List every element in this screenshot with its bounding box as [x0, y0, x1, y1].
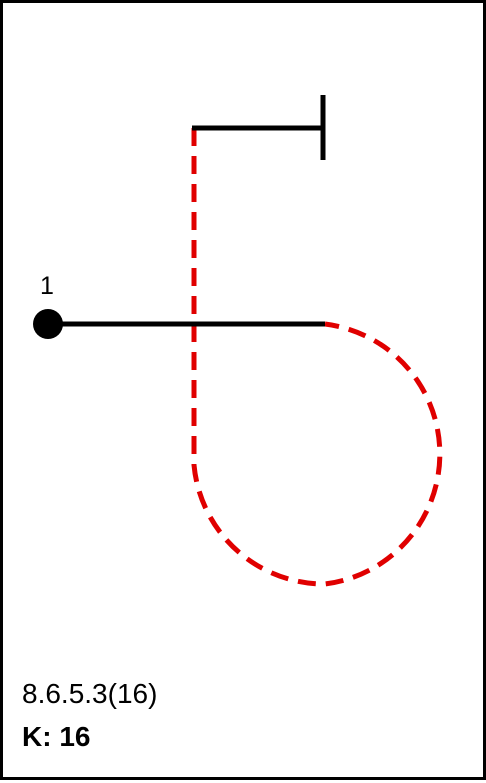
- path-diagram: [33, 95, 443, 587]
- code-label: 8.6.5.3(16): [22, 678, 158, 709]
- start-dot: [33, 309, 63, 339]
- dashed-path-segment: [191, 128, 443, 587]
- k-label: K: 16: [22, 721, 91, 752]
- start-label: 1: [40, 272, 54, 300]
